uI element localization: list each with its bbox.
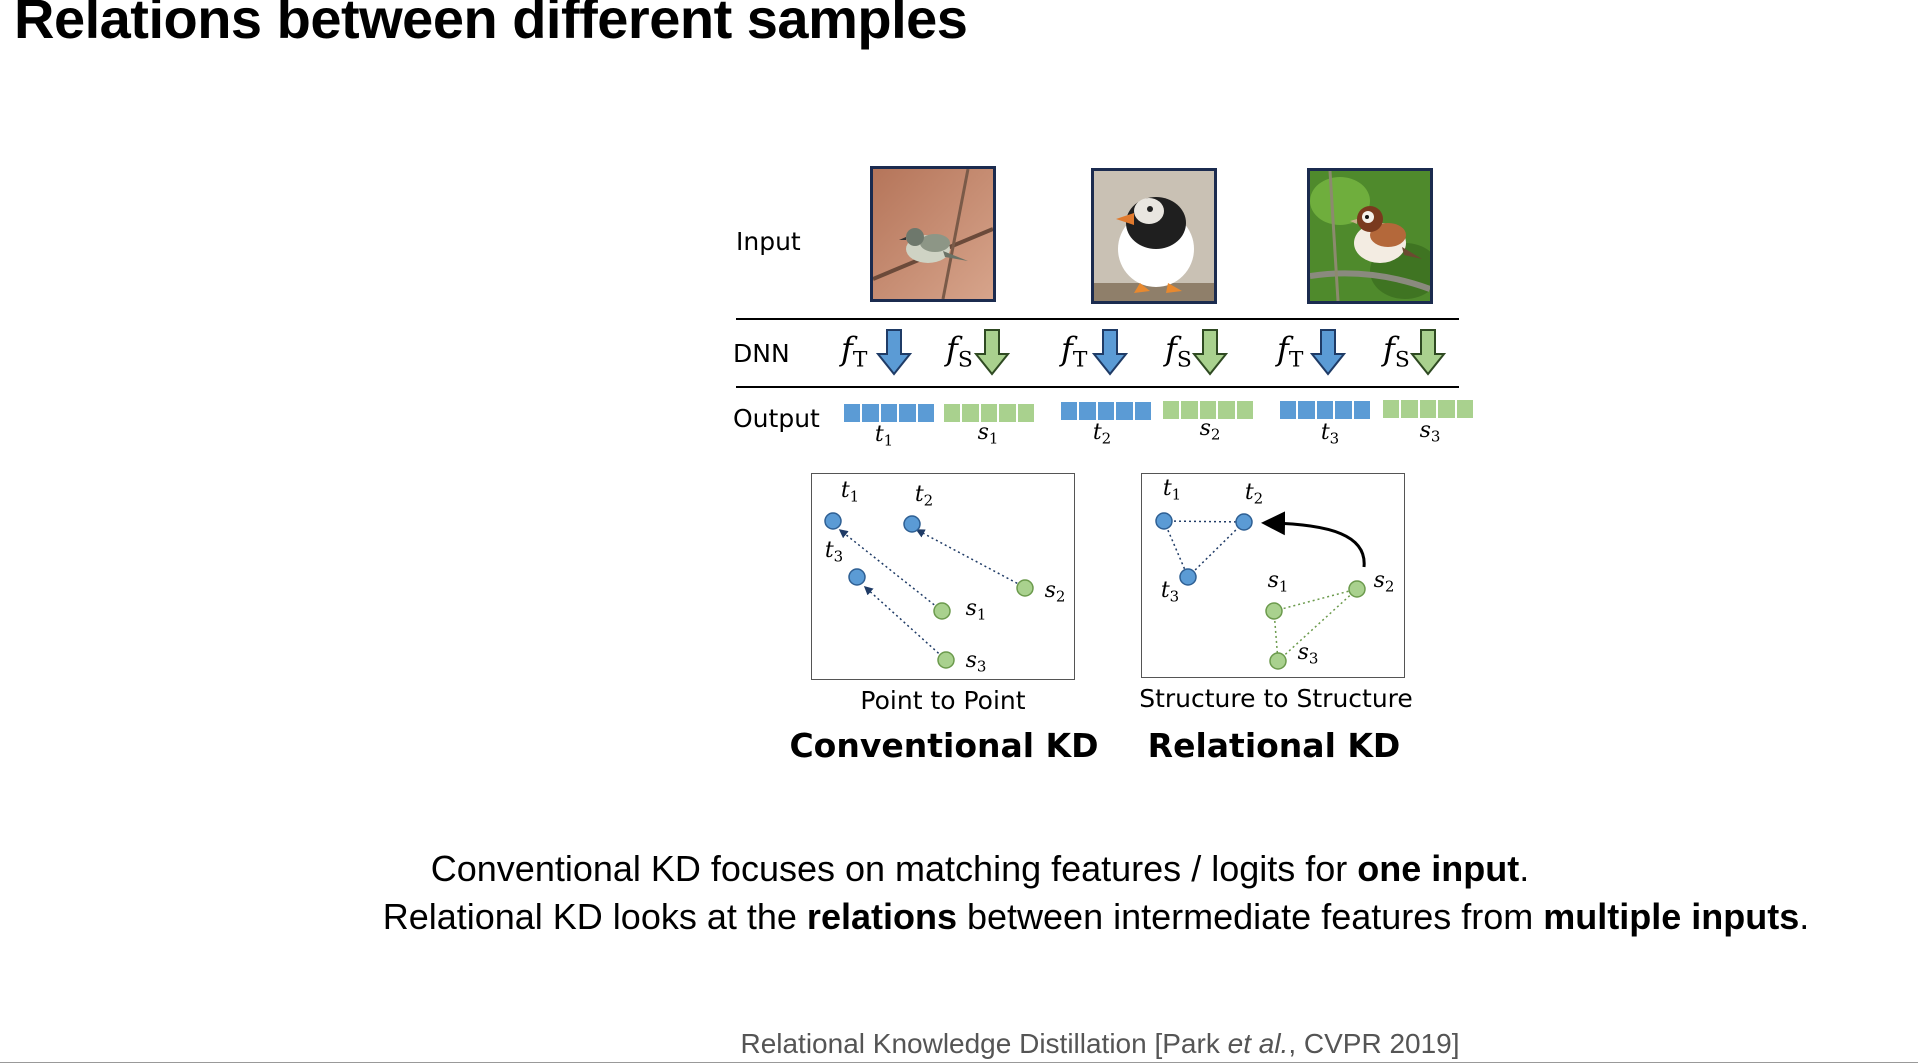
student-point-s2 (1016, 579, 1034, 597)
arrow-down-icon (1192, 329, 1228, 376)
arrow-down-icon (1092, 329, 1128, 376)
output-label-s2: s2 (1199, 416, 1221, 444)
point-label-t2: t2 (914, 482, 934, 510)
teacher-point-t2 (1235, 513, 1253, 531)
citation: Relational Knowledge Distillation [Park … (740, 1028, 1460, 1059)
teacher-function-label: fT (841, 330, 868, 373)
student-function-label: fS (946, 330, 973, 373)
teacher-feature-vector (1280, 401, 1370, 419)
bottom-border (0, 1062, 1918, 1063)
point-label-t3: t3 (824, 538, 844, 566)
point-label-s2: s2 (1373, 568, 1395, 596)
student-feature-vector (944, 404, 1034, 422)
student-function-label: fS (1383, 330, 1410, 373)
relational-kd-panel (1141, 473, 1405, 678)
student-point-s1 (1265, 602, 1283, 620)
separator-line-top (736, 318, 1459, 320)
teacher-feature-vector (1061, 402, 1151, 420)
row-label-output: Output (733, 404, 820, 433)
row-label-input: Input (736, 227, 801, 256)
arrow-down-icon (1410, 329, 1446, 376)
conventional-kd-panel (811, 473, 1075, 680)
output-label-s3: s3 (1419, 418, 1441, 446)
bunting-photo-icon (1307, 168, 1433, 304)
relational-kd-heading: Relational KD (1147, 726, 1401, 765)
point-label-t1: t1 (1162, 476, 1182, 504)
output-label-t2: t2 (1092, 420, 1112, 448)
description-line-2: Relational KD looks at the relations bet… (382, 896, 1810, 937)
description-line-1: Conventional KD focuses on matching feat… (430, 848, 1530, 889)
point-label-s3: s3 (1297, 640, 1319, 668)
student-point-s3 (1269, 652, 1287, 670)
point-label-t1: t1 (840, 478, 860, 506)
teacher-function-label: fT (1061, 330, 1088, 373)
relational-kd-caption: Structure to Structure (1139, 684, 1413, 713)
separator-line-bottom (736, 386, 1459, 388)
arrow-down-icon (974, 329, 1010, 376)
conventional-kd-caption: Point to Point (860, 686, 1026, 715)
point-label-s1: s1 (1267, 568, 1289, 596)
output-label-t3: t3 (1320, 420, 1340, 448)
point-label-t3: t3 (1160, 578, 1180, 606)
output-label-t1: t1 (874, 422, 894, 450)
student-point-s3 (937, 651, 955, 669)
arrow-down-icon (1310, 329, 1346, 376)
point-label-s3: s3 (965, 648, 987, 676)
student-point-s1 (933, 602, 951, 620)
teacher-function-label: fT (1277, 330, 1304, 373)
teacher-point-t3 (848, 568, 866, 586)
output-label-s1: s1 (977, 420, 999, 448)
teacher-point-t3 (1179, 568, 1197, 586)
puffin-photo-icon (1091, 168, 1217, 304)
point-label-s2: s2 (1044, 578, 1066, 606)
bird-photo-icon (870, 166, 996, 302)
student-point-s2 (1348, 580, 1366, 598)
arrow-down-icon (876, 329, 912, 376)
teacher-point-t1 (824, 512, 842, 530)
teacher-point-t1 (1155, 512, 1173, 530)
point-label-t2: t2 (1244, 480, 1264, 508)
student-function-label: fS (1165, 330, 1192, 373)
student-feature-vector (1163, 401, 1253, 419)
teacher-feature-vector (844, 404, 934, 422)
point-label-s1: s1 (965, 596, 987, 624)
conventional-kd-heading: Conventional KD (789, 726, 1099, 765)
teacher-point-t2 (903, 515, 921, 533)
slide-title: Relations between different samples (14, 0, 968, 50)
student-feature-vector (1383, 400, 1473, 418)
row-label-dnn: DNN (733, 339, 790, 368)
